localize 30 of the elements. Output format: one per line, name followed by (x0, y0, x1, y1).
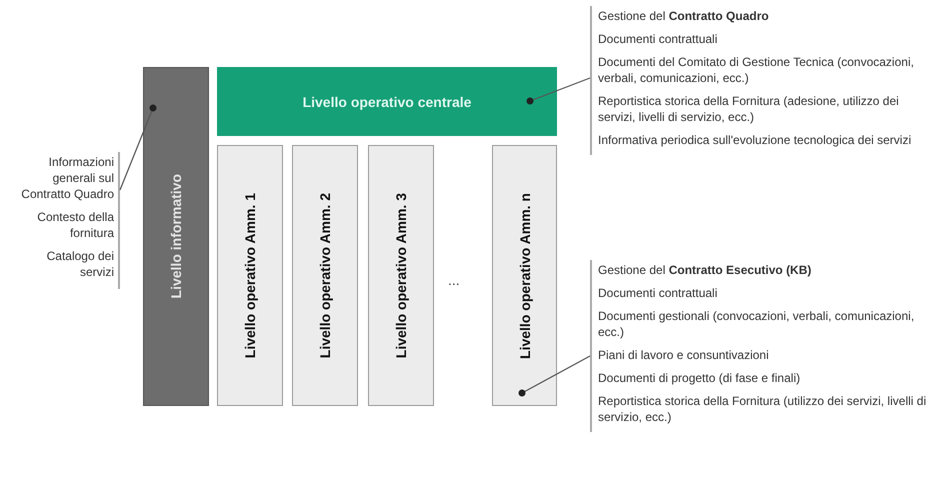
info-text: Catalogo dei servizi (46, 248, 114, 280)
info-text: Contesto della fornitura (36, 209, 114, 241)
info-text: Informazioni generali sul Contratto Quadro (20, 154, 114, 202)
info-text: Documenti di progetto (di fase e finali) (598, 370, 802, 386)
info-text: Documenti contrattuali (598, 285, 718, 301)
level-label: Livello operativo Amm. n (516, 192, 532, 358)
level-label: Livello informativo (168, 174, 184, 299)
leader-line (526, 77, 590, 104)
admin-level-box (492, 145, 557, 406)
info-text: Gestione del Contratto Quadro (598, 8, 770, 24)
level-label: Livello operativo Amm. 2 (317, 192, 333, 358)
admin-level-box (292, 145, 358, 406)
info-text: Reportistica storica della Fornitura (adesione, utilizzo dei servizi, livelli di servizio, ecc.) (598, 93, 900, 125)
info-text: Gestione del Contratto Esecutivo (KB) (598, 262, 812, 278)
info-text: Documenti del Comitato di Gestione Tecnica (convocazioni, verbali, comunicazioni, ecc.) (598, 54, 915, 86)
ellipsis-text: ... (448, 272, 460, 288)
info-level-bar (143, 67, 209, 406)
level-label: Livello operativo Amm. 1 (242, 192, 258, 358)
central-level-box (217, 67, 557, 136)
admin-level-box (217, 145, 283, 406)
level-label: Livello operativo Amm. 3 (393, 192, 409, 358)
leader-line (119, 104, 156, 190)
info-text: Documenti gestionali (convocazioni, verbali, comunicazioni, ecc.) (598, 308, 916, 340)
info-text: Reportistica storica della Fornitura (utilizzo dei servizi, livelli di servizio, ecc.) (598, 393, 928, 425)
info-text: Piani di lavoro e consuntivazioni (598, 347, 770, 363)
leader-line (518, 355, 590, 396)
level-label: Livello operativo centrale (302, 94, 472, 110)
admin-level-box (368, 145, 434, 406)
info-text: Documenti contrattuali (598, 31, 718, 47)
info-text: Informativa periodica sull'evoluzione tecnologica dei servizi (598, 132, 912, 148)
